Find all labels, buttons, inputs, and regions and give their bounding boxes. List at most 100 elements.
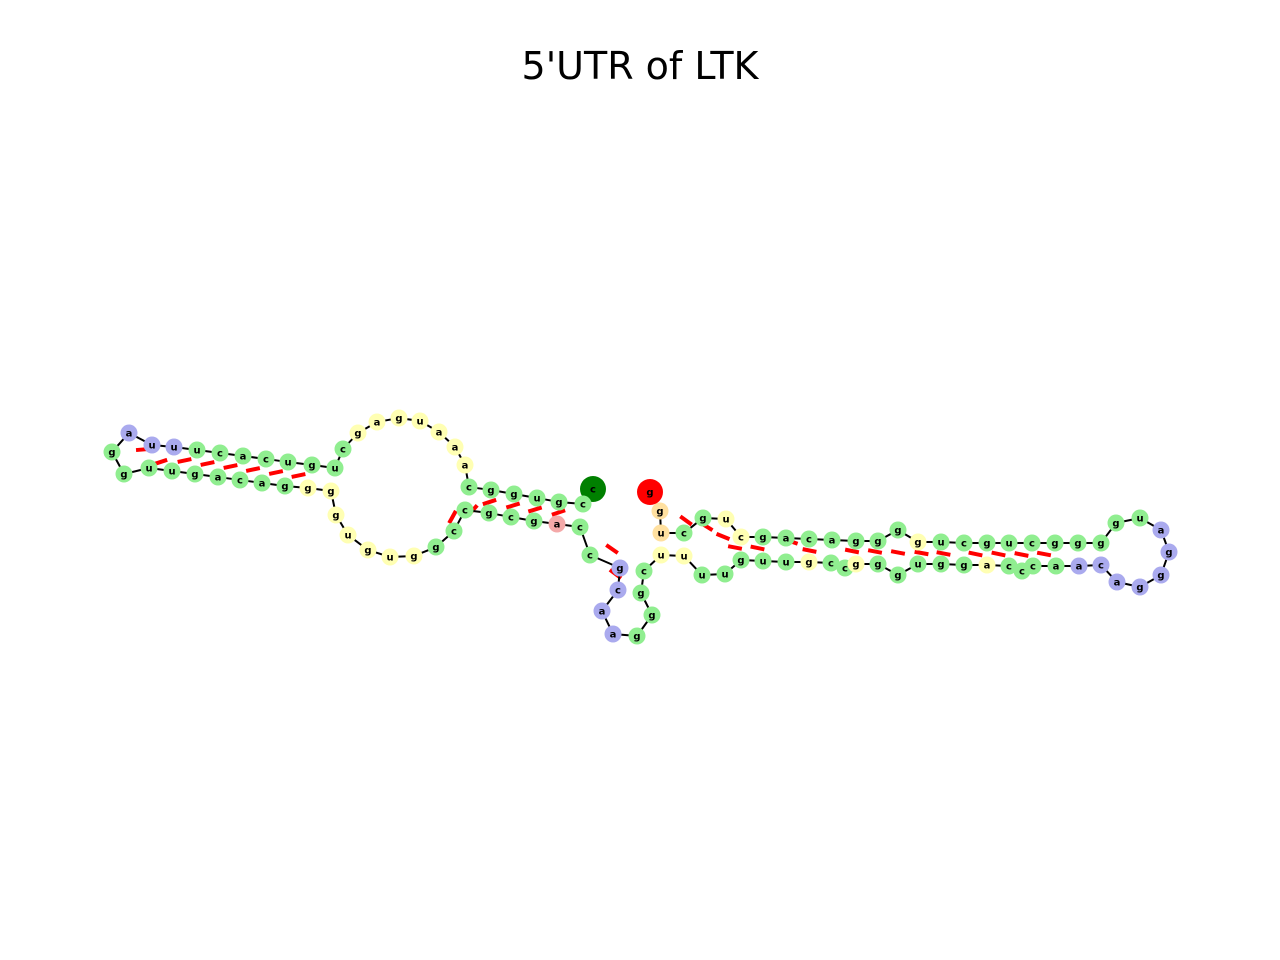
nucleotide-node: a	[234, 447, 252, 465]
nucleotide-circle	[847, 532, 865, 550]
nucleotide-circle	[889, 521, 907, 539]
nucleotide-node: g	[1092, 534, 1110, 552]
nucleotide-label: g	[332, 511, 339, 522]
nucleotide-node: a	[604, 625, 622, 643]
nucleotide-circle	[628, 627, 646, 645]
nucleotide-node: g	[103, 443, 121, 461]
nucleotide-circle	[368, 413, 386, 431]
nucleotide-circle	[651, 502, 669, 520]
nucleotide-node: u	[909, 555, 927, 573]
nucleotide-label: a	[374, 418, 381, 429]
nucleotide-circle	[1000, 534, 1018, 552]
nucleotide-label: g	[410, 552, 417, 563]
backbone	[113, 417, 1169, 637]
nucleotide-node: a	[1108, 573, 1126, 591]
nucleotide-circle	[405, 547, 423, 565]
nucleotide-node: g	[643, 606, 661, 624]
base-pair-bond	[802, 547, 817, 554]
nucleotide-circle	[548, 515, 566, 533]
nucleotide-circle	[1046, 534, 1064, 552]
nucleotide-circle	[1152, 521, 1170, 539]
nucleotide-label: u	[193, 446, 200, 457]
nucleotide-node: u	[1131, 509, 1149, 527]
nucleotide-circle	[326, 459, 344, 477]
nucleotide-circle	[611, 559, 629, 577]
nucleotide-label: u	[914, 560, 921, 571]
nucleotide-label: g	[699, 514, 706, 525]
nucleotide-label: c	[340, 445, 346, 456]
nucleotide-label: u	[284, 458, 291, 469]
nucleotide-node: g	[1107, 514, 1125, 532]
nucleotide-label: g	[648, 611, 655, 622]
nucleotide-node: c	[257, 450, 275, 468]
nucleotide-node: c	[445, 522, 463, 540]
nucleotide-circle	[525, 512, 543, 530]
nucleotide-label: g	[120, 470, 127, 481]
nucleotide-label: c	[587, 551, 593, 562]
nucleotide-node: a	[548, 515, 566, 533]
nucleotide-circle	[276, 477, 294, 495]
nucleotide-label: g	[894, 571, 901, 582]
nucleotide-node: a	[1152, 521, 1170, 539]
nucleotide-node: c	[822, 554, 840, 572]
five-prime-end-node: c	[580, 476, 606, 502]
nucleotide-label: g	[510, 490, 517, 501]
nucleotide-node: g	[115, 465, 133, 483]
nucleotide-node: u	[528, 489, 546, 507]
nucleotide-circle	[339, 526, 357, 544]
nucleotide-label: c	[641, 567, 647, 578]
nucleotide-node: g	[1069, 534, 1087, 552]
base-pair-bond	[291, 472, 306, 479]
nucleotide-node: g	[1160, 543, 1178, 561]
nucleotide-node: a	[823, 531, 841, 549]
nucleotide-node: u	[693, 566, 711, 584]
backbone-link	[581, 531, 589, 551]
nucleotide-circle	[652, 546, 670, 564]
nucleotide-circle	[1107, 514, 1125, 532]
nucleotide-node: a	[253, 474, 271, 492]
nucleotide-label: g	[637, 589, 644, 600]
nucleotide-label: g	[487, 486, 494, 497]
nucleotide-circle	[955, 556, 973, 574]
nucleotide-label: g	[616, 564, 623, 575]
nucleotide-label: a	[259, 479, 266, 490]
base-pair-bond	[200, 460, 215, 467]
nucleotide-circle	[163, 462, 181, 480]
nucleotide-label: g	[737, 556, 744, 567]
nucleotide-node: c	[460, 478, 478, 496]
nucleotide-label: c	[806, 535, 812, 546]
nucleotide-label: g	[1157, 571, 1164, 582]
nucleotide-label: a	[126, 429, 133, 440]
nucleotide-node: u	[140, 459, 158, 477]
nucleotide-label: a	[452, 443, 459, 454]
nucleotide-circle	[675, 524, 693, 542]
nucleotide-circle	[637, 479, 663, 505]
nucleotide-node: g	[349, 424, 367, 442]
nucleotide-node: g	[405, 547, 423, 565]
nucleotide-circle	[359, 541, 377, 559]
nucleotide-circle	[1131, 578, 1149, 596]
nucleotide-node: g	[869, 532, 887, 550]
three-prime-end-node: g	[637, 479, 663, 505]
nucleotide-node: g	[482, 481, 500, 499]
base-pair-bond	[268, 469, 284, 476]
nucleotide-label: c	[451, 527, 457, 538]
nucleotide-circle	[209, 468, 227, 486]
nucleotide-label: g	[108, 448, 115, 459]
nucleotide-label: a	[829, 536, 836, 547]
nucleotide-node: a	[446, 438, 464, 456]
nucleotide-circle	[800, 530, 818, 548]
nucleotide-label: g	[395, 414, 402, 425]
nucleotide-node: c	[1024, 557, 1042, 575]
nucleotide-node: g	[390, 409, 408, 427]
nucleotide-label: c	[828, 559, 834, 570]
nucleotide-circle	[632, 584, 650, 602]
base-pair-bond	[223, 463, 238, 470]
nucleotide-circle	[732, 528, 750, 546]
nucleotide-circle	[143, 436, 161, 454]
nucleotide-label: u	[145, 464, 152, 475]
nucleotide-node: g	[628, 627, 646, 645]
nucleotide-node: g	[1131, 578, 1149, 596]
nucleotide-label: g	[633, 632, 640, 643]
nucleotide-circle	[643, 606, 661, 624]
